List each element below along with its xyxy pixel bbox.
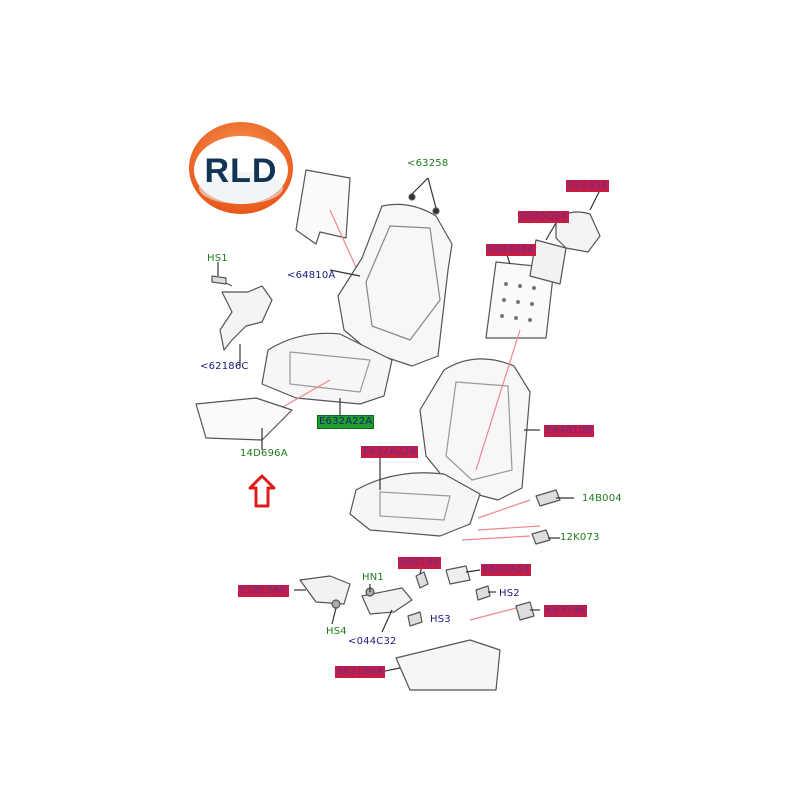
label-044c32: <044C32 (348, 636, 397, 647)
label-14b004: 14B004 (582, 493, 622, 504)
leader-line (381, 609, 393, 633)
leader-line (331, 607, 337, 625)
callout-line (475, 329, 521, 471)
fastener (432, 207, 440, 215)
label-60138: E60138 (398, 557, 442, 569)
clip-12k073 (531, 529, 551, 545)
label-64438a: E64438A (486, 244, 537, 256)
bracket-044c32 (361, 587, 413, 615)
side-trim-62188a (395, 639, 501, 691)
backrest-inner (365, 225, 441, 341)
nut-hs4 (331, 599, 341, 609)
label-14d696a: 14D696A (240, 448, 288, 459)
label-hs4: HS4 (326, 626, 347, 637)
leader-line (411, 177, 429, 195)
label-12k073: 12K073 (560, 532, 600, 543)
screw-hs1 (211, 275, 227, 285)
part-60138 (415, 571, 429, 589)
rld-logo: RLD (186, 118, 296, 218)
label-64810b: E64810B (544, 425, 595, 437)
part-603a54 (445, 565, 471, 585)
control-plate-part (529, 239, 567, 285)
label-63258: <63258 (407, 158, 449, 169)
label-045q34: E045Q34 (518, 211, 570, 223)
screw-hs3 (407, 611, 423, 627)
part-63196 (515, 601, 535, 621)
seat-cushion-lower-inner (379, 491, 451, 521)
screw-hs2 (475, 585, 491, 601)
backrest-lower-inner (445, 381, 513, 481)
leader-line (329, 269, 361, 277)
label-62188a: E62188A (335, 666, 386, 678)
connector-14b004 (535, 489, 561, 507)
label-632a22a: E632A22A (316, 415, 375, 429)
fastener (408, 193, 416, 201)
up-arrow-icon (248, 474, 276, 508)
label-hs2: HS2 (499, 588, 520, 599)
label-hs3: HS3 (430, 614, 451, 625)
rld-logo-emblem (189, 122, 293, 214)
label-63196: E63196 (544, 605, 588, 617)
backrest-frame-upper (337, 203, 453, 367)
leader-line (427, 177, 437, 209)
leader-line (589, 189, 601, 211)
seat-cushion-inner (289, 351, 371, 393)
seat-cushion-lower (349, 472, 481, 537)
backrest-pad-part (295, 169, 351, 245)
bracket-62186c (215, 277, 273, 351)
label-64810a: <64810A (287, 270, 336, 281)
seat-cushion-upper (261, 332, 393, 405)
logo-text: RLD (204, 152, 278, 190)
callout-line (461, 535, 531, 541)
label-hs1: HS1 (207, 253, 228, 264)
label-hn1: HN1 (362, 572, 384, 583)
leader-line (465, 569, 481, 573)
callout-line (469, 607, 517, 621)
callout-line (477, 525, 541, 531)
label-18c560: E18C560 (238, 585, 289, 597)
label-62186c: <62186C (200, 361, 249, 372)
label-23354: E23354 (566, 180, 610, 192)
heater-mat-part (195, 397, 293, 441)
callout-line (477, 499, 531, 519)
switch-18c560 (299, 575, 351, 605)
label-632a22b: E632A22B (361, 446, 419, 458)
label-603a54: E603A54 (481, 564, 532, 576)
